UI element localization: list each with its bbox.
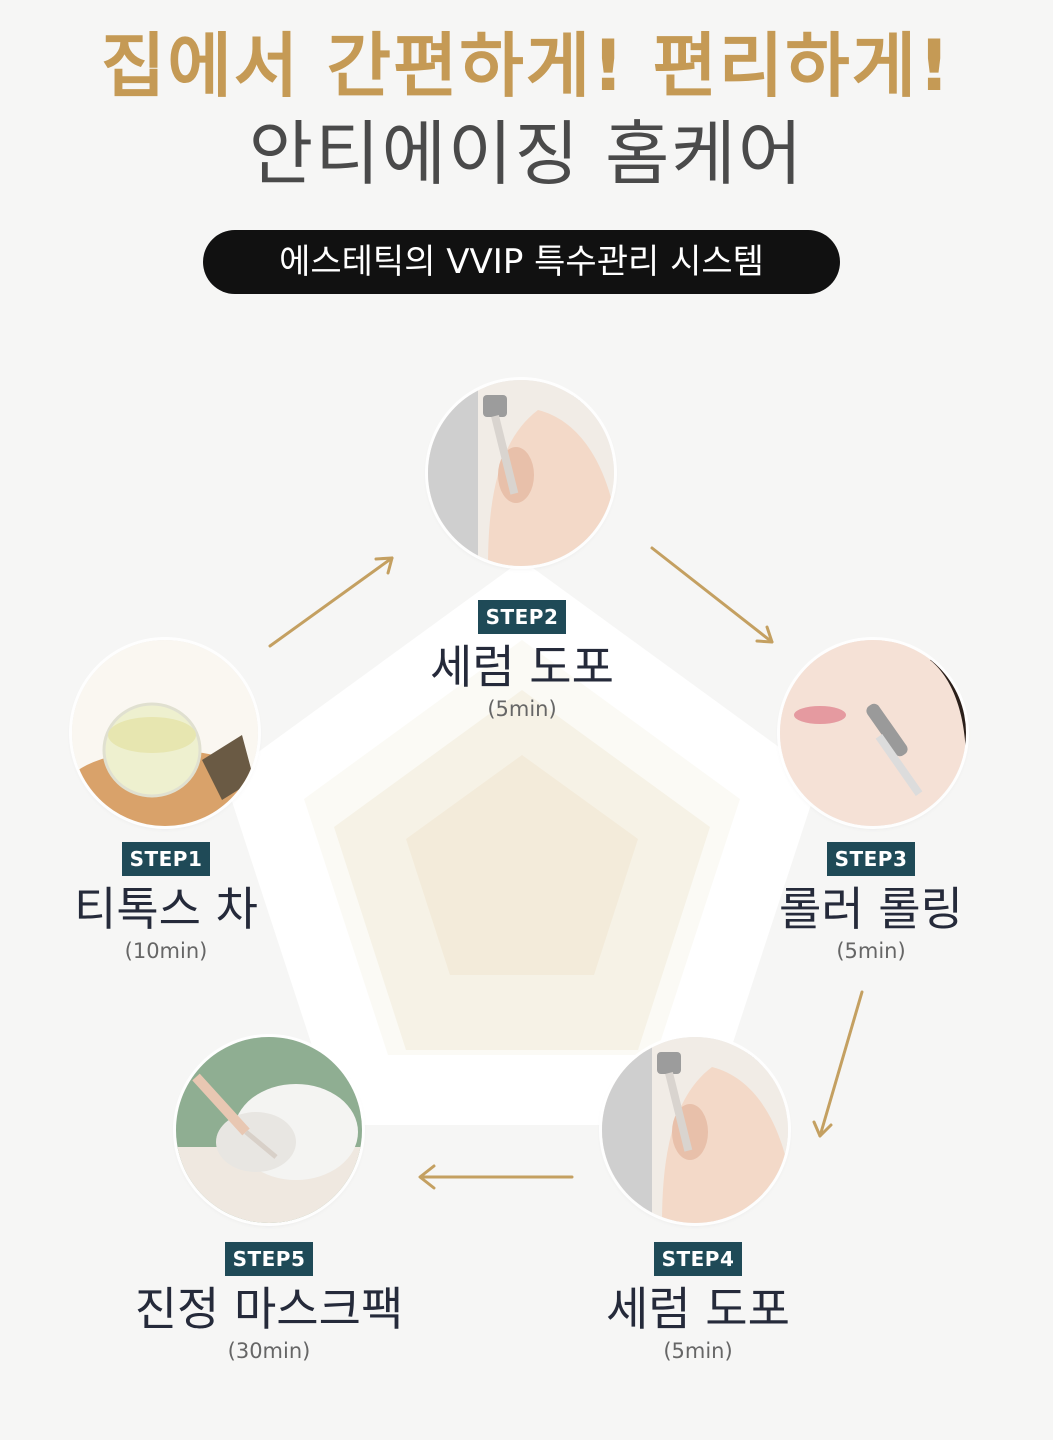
step-duration: (10min) <box>124 939 208 963</box>
step-title: 세럼 도포 <box>430 640 614 694</box>
headline-secondary: 안티에이징 홈케어 <box>248 113 805 195</box>
arrow-step4-to-step5 <box>418 1164 574 1190</box>
step-item: STEP2 세럼 도포 (5min) <box>362 600 682 722</box>
pentagon-core <box>406 755 638 975</box>
step-title: 진정 마스크팩 <box>134 1282 404 1336</box>
step-duration: (5min) <box>663 1339 733 1363</box>
step-item: STEP3 롤러 롤링 (5min) <box>711 842 1031 964</box>
step-badge: STEP3 <box>826 842 916 876</box>
serum-dropper-photo <box>428 380 614 566</box>
arrow-step3-to-step4 <box>812 990 864 1138</box>
step-title: 롤러 롤링 <box>779 882 963 936</box>
face-mask-photo <box>176 1037 362 1223</box>
tea-cup-photo <box>72 640 258 826</box>
step-item: STEP1 티톡스 차 (10min) <box>6 842 326 964</box>
arrow-step1-to-step2 <box>268 556 394 648</box>
headline-primary: 집에서 간편하게! 편리하게! <box>101 25 952 107</box>
step-badge: STEP1 <box>121 842 211 876</box>
step-item: STEP5 진정 마스크팩 (30min) <box>109 1242 429 1364</box>
subtitle-pill: 에스테틱의 VVIP 특수관리 시스템 <box>203 230 840 294</box>
step-title: 세럼 도포 <box>606 1282 790 1336</box>
pentagon-background <box>224 546 864 1190</box>
arrow-step2-to-step3 <box>650 546 774 644</box>
serum-dropper-photo <box>602 1037 788 1223</box>
step-duration: (5min) <box>836 939 906 963</box>
step-item: STEP4 세럼 도포 (5min) <box>538 1242 858 1364</box>
step-badge: STEP2 <box>477 600 567 634</box>
face-roller-photo <box>780 640 966 826</box>
step-badge: STEP5 <box>224 1242 314 1276</box>
step-cycle-diagram: STEP2 세럼 도포 (5min) STEP1 티톡스 차 (10min) S… <box>0 330 1053 1440</box>
step-duration: (5min) <box>487 697 557 721</box>
step-title: 티톡스 차 <box>74 882 258 936</box>
step-badge: STEP4 <box>653 1242 743 1276</box>
step-duration: (30min) <box>227 1339 311 1363</box>
